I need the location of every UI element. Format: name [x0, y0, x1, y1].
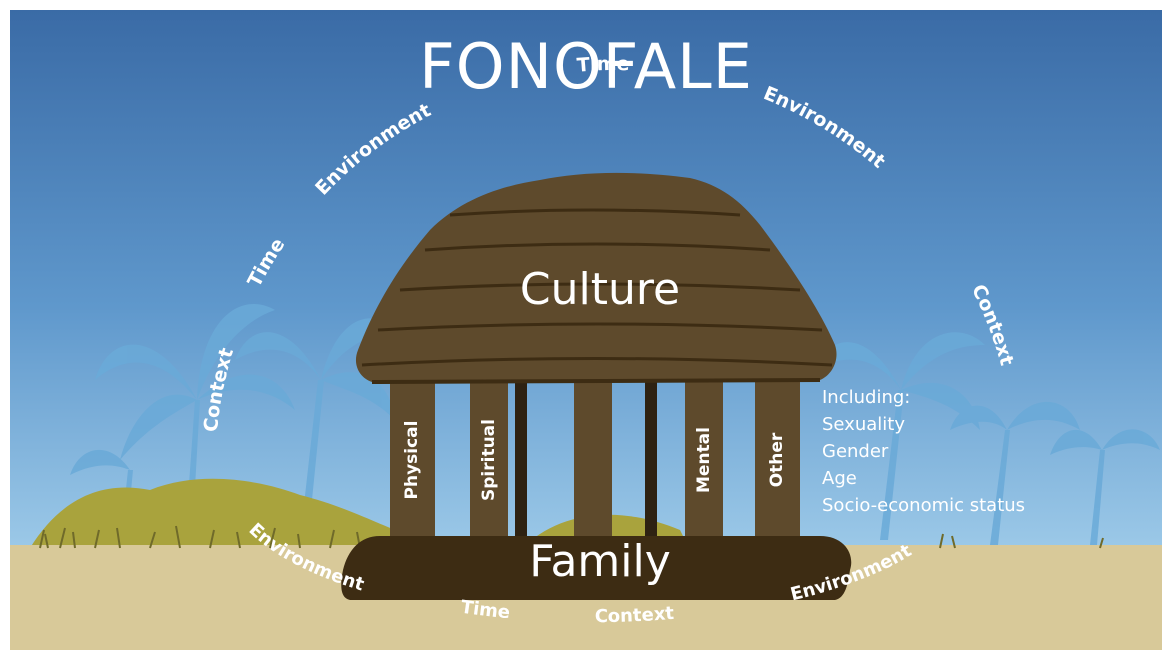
- hills: [30, 478, 395, 550]
- pillar-physical: [390, 375, 435, 545]
- roof-label: Culture: [519, 264, 681, 315]
- including-list: Including: Sexuality Gender Age Socio-ec…: [822, 384, 1025, 519]
- grass: [39, 525, 1104, 549]
- including-heading: Including:: [822, 387, 911, 408]
- foundation: [341, 536, 852, 600]
- pillar-spiritual: [470, 375, 508, 545]
- including-item-socio-economic: Socio-economic status: [822, 495, 1026, 516]
- pillar-label-spiritual: Spiritual: [479, 419, 499, 501]
- including-item-age: Age: [822, 468, 857, 489]
- pillar-mental: [685, 375, 723, 545]
- including-item-sexuality: Sexuality: [822, 414, 905, 435]
- pillar-thin-left: [515, 375, 527, 545]
- pillar-center: [574, 375, 612, 545]
- pillar-label-other: Other: [767, 432, 787, 488]
- pillar-thin-right: [645, 375, 657, 545]
- pillars: [390, 375, 800, 545]
- foundation-label: Family: [529, 536, 671, 587]
- thatched-roof: [355, 172, 837, 384]
- pillar-label-physical: Physical: [402, 420, 422, 500]
- including-item-gender: Gender: [822, 441, 889, 462]
- arc-lower-context: Context: [595, 603, 675, 627]
- pillar-label-mental: Mental: [694, 427, 714, 493]
- pillar-other: [755, 375, 800, 545]
- diagram-title: FONOFALE: [419, 30, 753, 103]
